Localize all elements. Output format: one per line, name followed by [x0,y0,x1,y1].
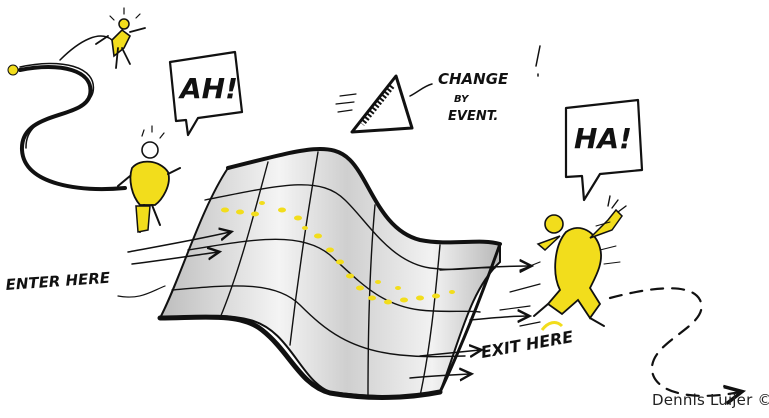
change-by-event-label: CHANGE BY EVENT. [438,46,540,124]
bubble-left-text: AH! [178,72,238,105]
speech-bubble-left: AH! [170,52,242,135]
dashed-exit-path [610,288,740,396]
svg-text:EVENT.: EVENT. [448,109,498,124]
speech-bubble-right: HA! [566,100,642,200]
falling-figure [118,126,180,232]
start-dot [8,65,18,75]
svg-text:BY: BY [454,94,470,105]
cheering-figure [500,196,626,330]
svg-text:CHANGE: CHANGE [438,70,509,88]
bubble-right-text: HA! [574,122,632,155]
warning-triangle [336,76,432,132]
curved-grid-surface [160,149,500,397]
author-credit: Dennis Luijer © [652,391,769,409]
yellow-path [8,36,125,189]
exit-here-label: EXIT HERE [479,327,574,362]
enter-here-label: ENTER HERE [5,269,111,294]
top-figure [96,8,145,68]
